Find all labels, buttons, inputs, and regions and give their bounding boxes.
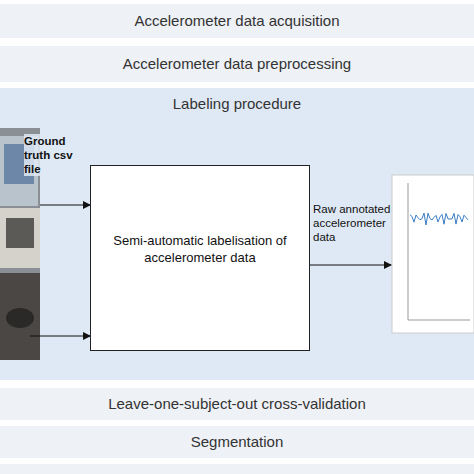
output-label: Raw annotated accelerometer data — [313, 202, 391, 244]
band-title: Accelerometer data acquisition — [134, 12, 339, 30]
stage-band: Labeling procedureSemi-automatic labelis… — [0, 88, 474, 380]
stage-band: Leave-one-subject-out cross-validation — [0, 388, 474, 420]
box-label: Semi-automatic labelisation of accelerom… — [91, 232, 309, 266]
band-title: Labeling procedure — [0, 95, 474, 113]
band-title: Leave-one-subject-out cross-validation — [108, 395, 366, 413]
process-box: Semi-automatic labelisation of accelerom… — [90, 165, 310, 351]
stage-band: Accelerometer data acquisition — [0, 4, 474, 38]
stage-band: Segmentation — [0, 426, 474, 458]
band-title: Segmentation — [191, 433, 284, 451]
input-label: Ground truth csv file — [24, 134, 88, 176]
band-title: Accelerometer data preprocessing — [123, 55, 351, 73]
partial-band — [0, 464, 474, 474]
stage-band: Accelerometer data preprocessing — [0, 46, 474, 82]
